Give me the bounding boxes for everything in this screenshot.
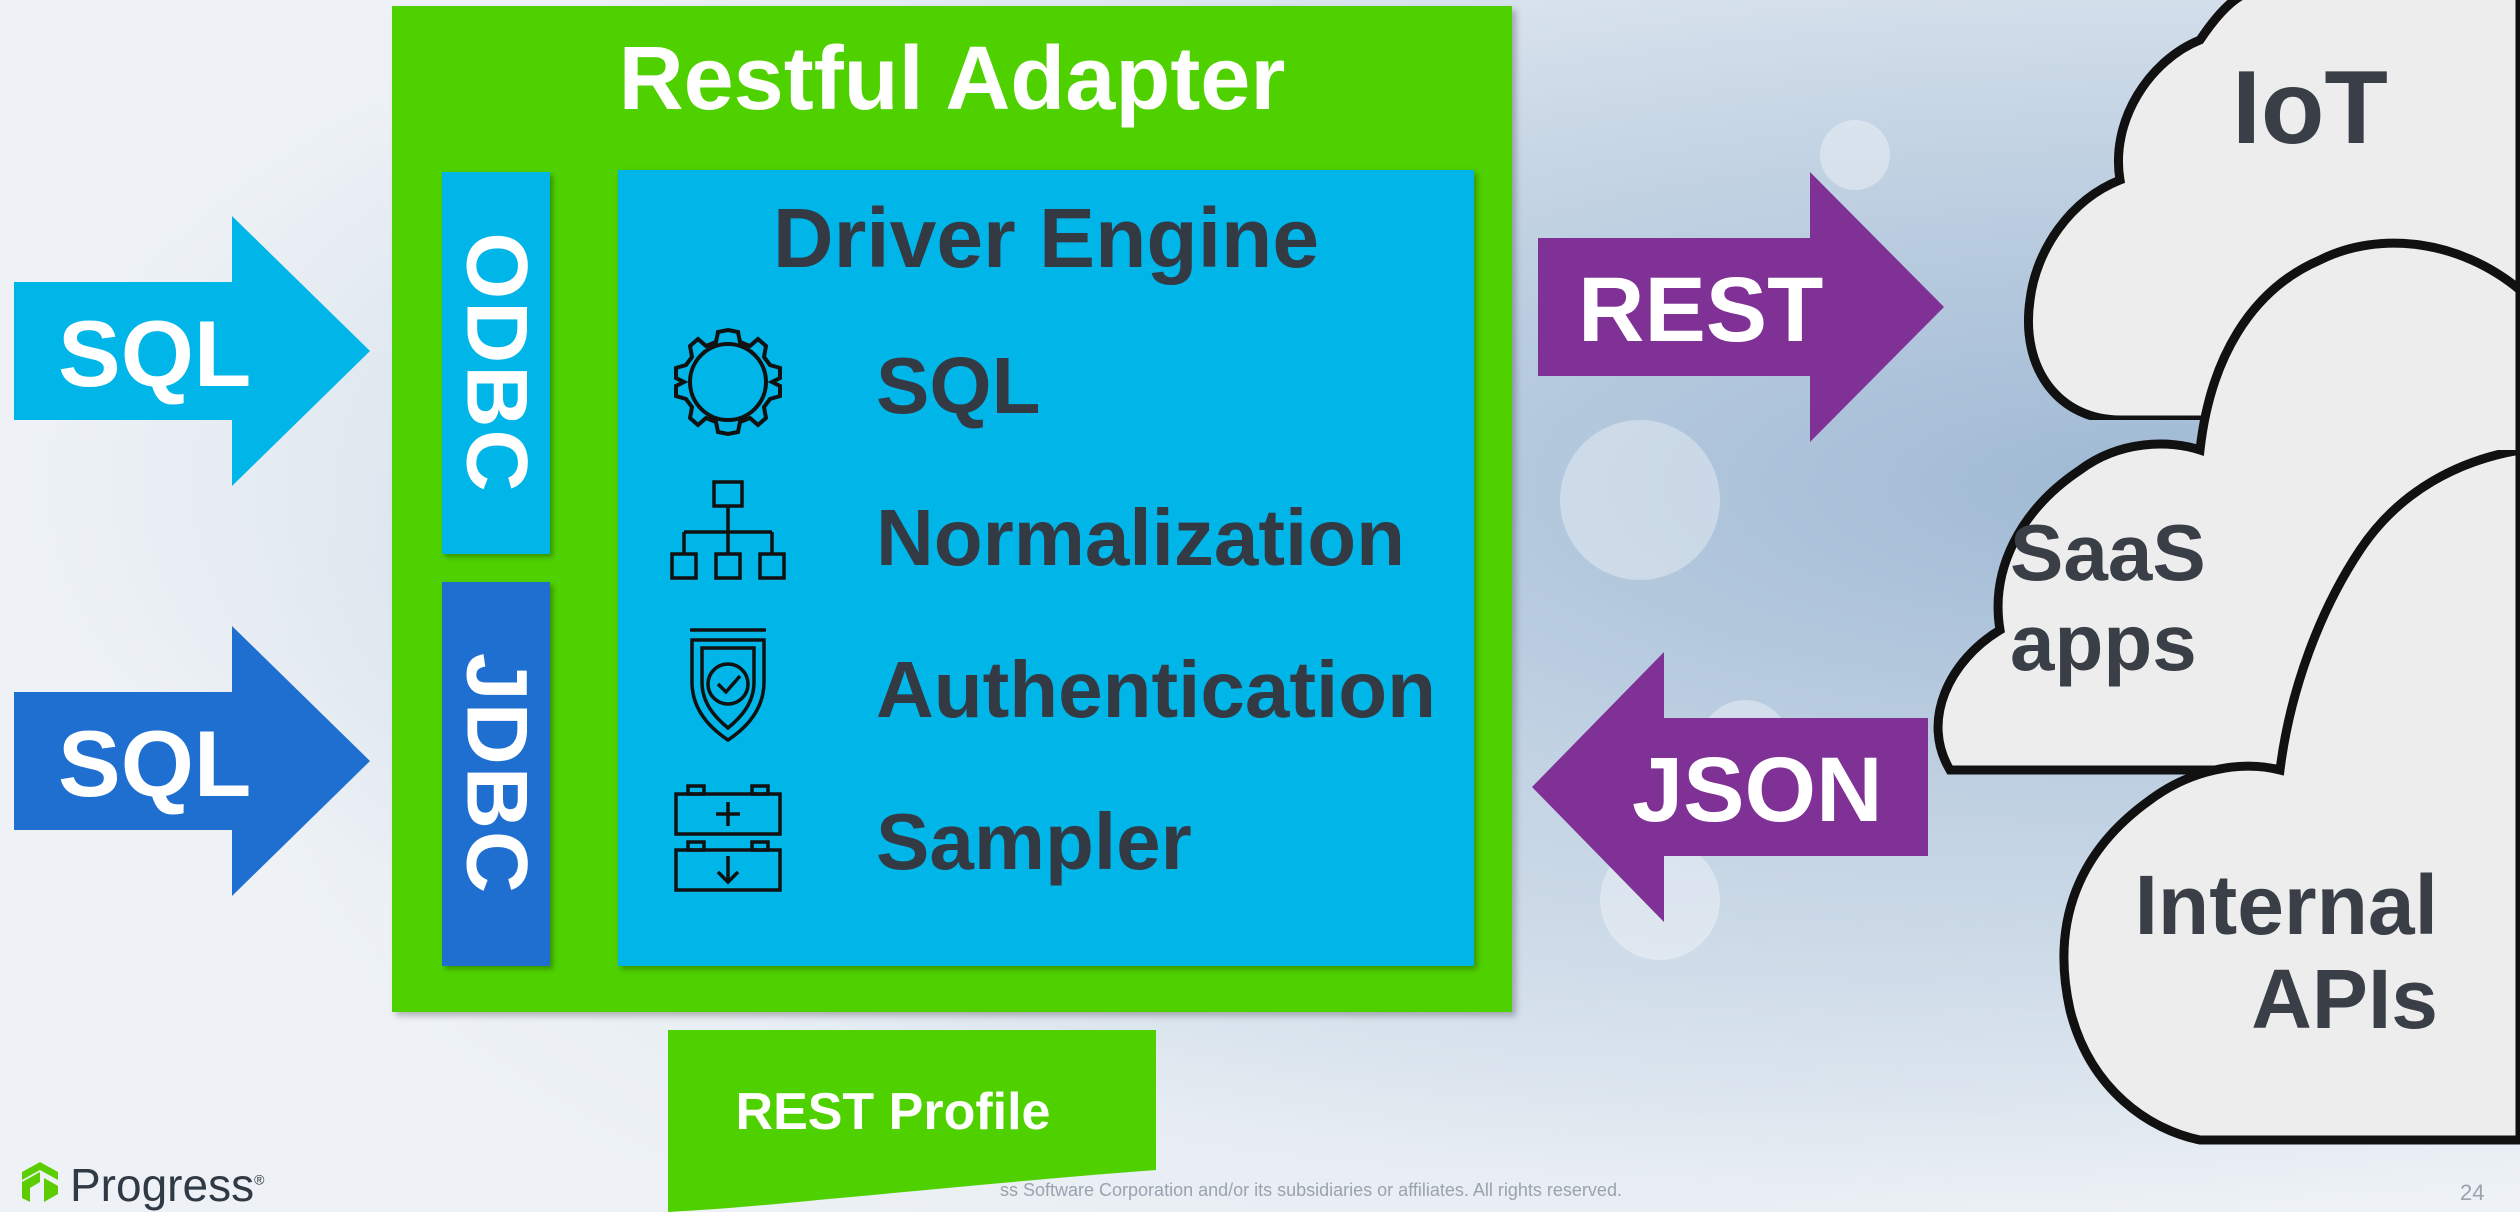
json-label: JSON: [1632, 739, 1883, 841]
registered-mark: ®: [254, 1171, 265, 1188]
engine-title: Driver Engine: [772, 191, 1320, 285]
saas-label-line1: SaaS: [2010, 508, 2206, 597]
json-arrow: [1532, 652, 1928, 922]
rest-profile: REST Profile: [668, 1030, 1156, 1212]
feature-label: Authentication: [876, 645, 1436, 734]
gear-ring-icon: [674, 327, 782, 437]
feature-label: Sampler: [876, 797, 1192, 886]
sql-input-arrow-odbc: [14, 216, 370, 486]
hierarchy-icon: [670, 480, 786, 580]
jdbc-label: JDBC: [448, 652, 545, 896]
progress-logo-icon: [22, 1162, 58, 1202]
driver-engine-box: Driver Engine SQL Normalization: [618, 170, 1474, 966]
odbc-label: ODBC: [448, 232, 545, 494]
saas-label: SaaS apps: [2010, 508, 2206, 687]
page-number: 24: [2460, 1180, 2485, 1205]
background-bokeh: [1820, 120, 1890, 190]
iot-label: IoT: [2232, 50, 2388, 166]
shield-check-icon: [690, 628, 766, 743]
saas-label-line2: apps: [2010, 597, 2197, 687]
odbc-connector: ODBC: [442, 172, 550, 554]
sql-input-label-odbc: SQL: [58, 301, 252, 406]
jdbc-connector: JDBC: [442, 582, 550, 966]
rest-arrow: [1538, 172, 1944, 442]
internal-apis-label: Internal APIs: [2128, 858, 2438, 1046]
feature-label: SQL: [876, 341, 1041, 430]
rest-profile-tab: [668, 1030, 1156, 1212]
battery-sampler-icon: [674, 784, 782, 892]
adapter-title: Restful Adapter: [618, 29, 1286, 129]
internal-apis-cloud: [2059, 450, 2520, 1145]
rest-profile-label: REST Profile: [735, 1083, 1051, 1141]
sql-input-arrow-jdbc: [14, 626, 370, 896]
sql-input-label-jdbc: SQL: [58, 711, 252, 816]
internal-apis-label-line1: Internal: [2134, 858, 2438, 952]
copyright-text: ss Software Corporation and/or its subsi…: [1000, 1180, 1622, 1200]
internal-apis-label-line2: APIs: [2251, 952, 2438, 1047]
feature-label: Normalization: [876, 493, 1405, 582]
progress-logo-text: Progress: [70, 1159, 255, 1211]
background-bokeh: [1560, 420, 1720, 580]
rest-label: REST: [1578, 259, 1824, 361]
